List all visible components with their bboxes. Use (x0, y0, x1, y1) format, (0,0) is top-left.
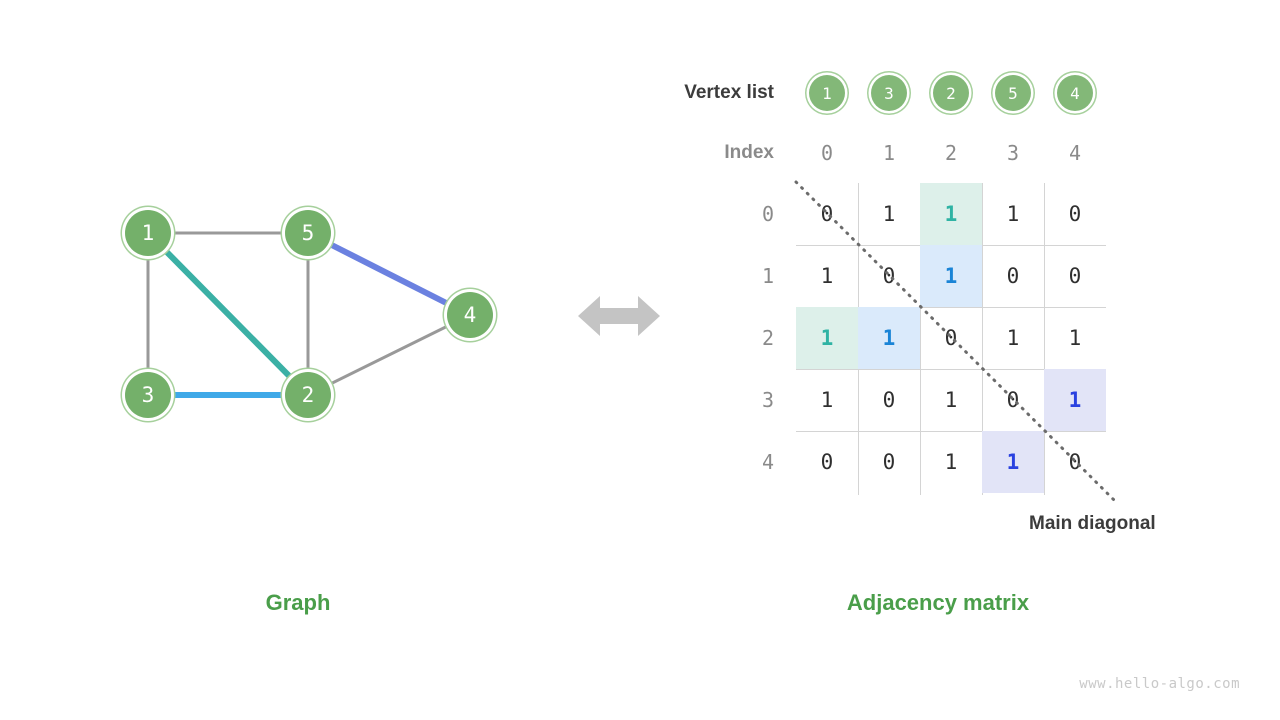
matrix-cell-0-2[interactable]: 1 (920, 183, 982, 245)
matrix-cell-3-3[interactable]: 0 (1006, 388, 1020, 412)
graph-edge-5-4 (329, 242, 449, 306)
matrix-cell-1-4[interactable]: 0 (1068, 264, 1082, 288)
matrix-cell-3-2[interactable]: 1 (944, 388, 958, 412)
row-index-3: 3 (761, 388, 774, 412)
column-index-4: 4 (1068, 141, 1082, 165)
index-label: Index (724, 142, 774, 163)
matrix-cell-0-4[interactable]: 0 (1068, 202, 1082, 226)
graph-caption: Graph (265, 590, 331, 615)
matrix-cell-2-3[interactable]: 1 (1006, 326, 1020, 350)
matrix-cell-1-3[interactable]: 0 (1006, 264, 1020, 288)
graph-node-5[interactable]: 5 (285, 210, 331, 256)
matrix-cell-4-4[interactable]: 0 (1068, 450, 1082, 474)
watermark: www.hello-algo.com (1079, 676, 1240, 692)
graph-panel: 1 5 4 3 2 (0, 0, 600, 660)
row-index-1: 1 (761, 264, 774, 288)
matrix-cell-4-2[interactable]: 1 (944, 450, 958, 474)
matrix-cell-2-0[interactable]: 1 (796, 307, 858, 369)
matrix-cell-4-3[interactable]: 1 (982, 431, 1044, 493)
adjacency-matrix-caption: Adjacency matrix (846, 590, 1030, 615)
grid-line-vertical (1044, 183, 1045, 495)
vertex-list-item-1[interactable]: 1 (809, 75, 845, 111)
main-diagonal-line (794, 180, 1116, 502)
row-index-0: 0 (761, 202, 774, 226)
row-index-4: 4 (761, 450, 774, 474)
matrix-cell-0-0[interactable]: 0 (820, 202, 834, 226)
grid-line-vertical (920, 183, 921, 495)
graph-node-2[interactable]: 2 (285, 372, 331, 418)
matrix-cell-1-1[interactable]: 0 (882, 264, 896, 288)
matrix-cell-0-1[interactable]: 1 (882, 202, 896, 226)
graph-edges-svg (146, 231, 449, 398)
row-index-2: 2 (761, 326, 774, 350)
vertex-list-item-3[interactable]: 3 (871, 75, 907, 111)
grid-line-horizontal (796, 369, 1106, 370)
matrix-cell-3-4[interactable]: 1 (1044, 369, 1106, 431)
matrix-cell-1-2[interactable]: 1 (920, 245, 982, 307)
grid-line-horizontal (796, 431, 1106, 432)
grid-line-vertical (982, 183, 983, 495)
matrix-cell-3-1[interactable]: 0 (882, 388, 896, 412)
matrix-cell-2-4[interactable]: 1 (1068, 326, 1082, 350)
column-index-2: 2 (944, 141, 958, 165)
vertex-list-item-4[interactable]: 4 (1057, 75, 1093, 111)
bidirectional-arrow-icon (578, 292, 660, 340)
matrix-cell-3-0[interactable]: 1 (820, 388, 834, 412)
graph-node-3[interactable]: 3 (125, 372, 171, 418)
matrix-cell-4-1[interactable]: 0 (882, 450, 896, 474)
column-index-3: 3 (1006, 141, 1020, 165)
graph-edge-2-4 (330, 325, 448, 385)
graph-node-4[interactable]: 4 (447, 292, 493, 338)
graph-node-1[interactable]: 1 (125, 210, 171, 256)
vertex-list-label: Vertex list (684, 82, 774, 103)
column-index-1: 1 (882, 141, 896, 165)
matrix-cell-0-3[interactable]: 1 (1006, 202, 1020, 226)
vertex-list-item-5[interactable]: 5 (995, 75, 1031, 111)
matrix-cell-1-0[interactable]: 1 (820, 264, 834, 288)
graph-edge-1-2 (164, 249, 292, 379)
matrix-cell-4-0[interactable]: 0 (820, 450, 834, 474)
vertex-list-item-2[interactable]: 2 (933, 75, 969, 111)
grid-line-horizontal (796, 307, 1106, 308)
matrix-cell-2-1[interactable]: 1 (858, 307, 920, 369)
main-diagonal-label: Main diagonal (1029, 513, 1156, 534)
column-index-0: 0 (820, 141, 834, 165)
matrix-cell-2-2[interactable]: 0 (944, 326, 958, 350)
